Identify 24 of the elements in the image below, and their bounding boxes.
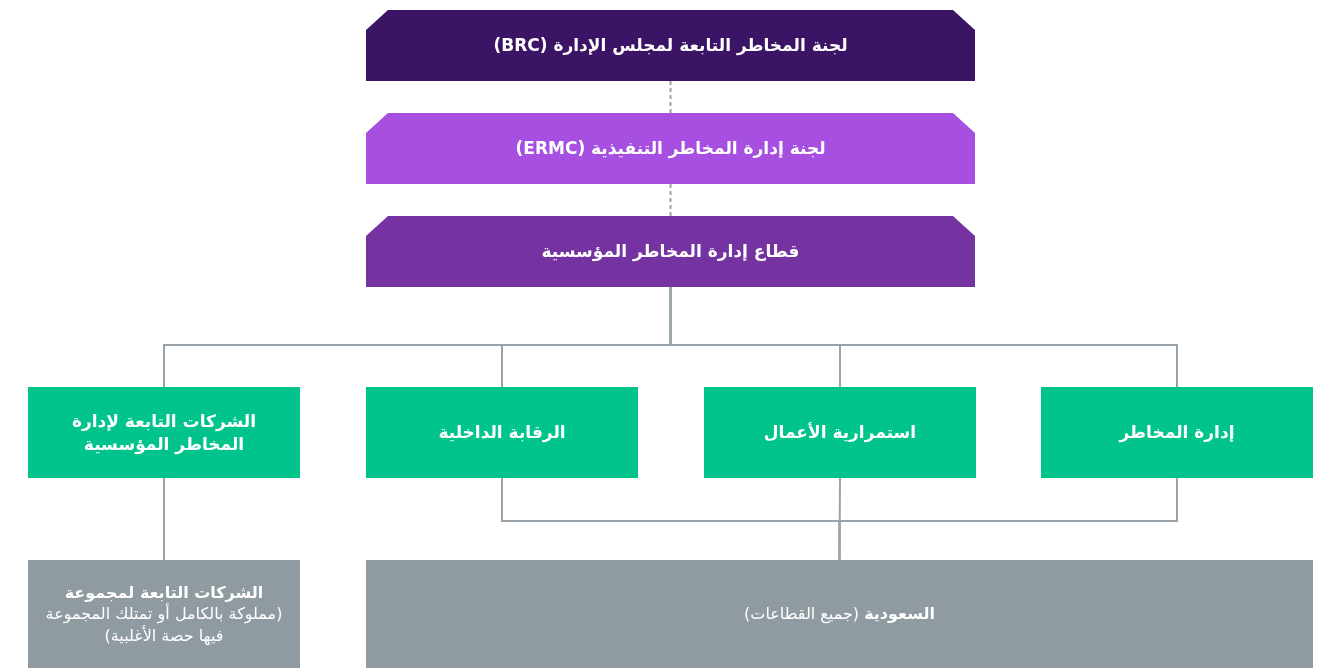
unit-box: [28, 387, 300, 478]
connector-line: [669, 80, 672, 114]
box-label: استمرارية الأعمال: [763, 421, 917, 444]
box-label: لجنة المخاطر التابعة لمجلس الإدارة (BRC): [493, 34, 848, 57]
box-label: لجنة إدارة المخاطر التنفيذية (ERMC): [515, 137, 826, 160]
committee-box: [366, 113, 975, 184]
entity-box: [366, 560, 1313, 668]
unit-box: [366, 387, 638, 478]
box-label: إدارة المخاطر: [1119, 421, 1235, 444]
unit-box: [1041, 387, 1313, 478]
entity-box: [28, 560, 300, 668]
connector-line: [163, 286, 672, 388]
unit-box: [704, 387, 976, 478]
connector-line: [163, 477, 165, 561]
box-label: الرقابة الداخلية: [438, 421, 566, 444]
sector-box: [366, 216, 975, 287]
connector-line: [838, 477, 841, 561]
committee-box: [366, 10, 975, 81]
box-label: قطاع إدارة المخاطر المؤسسية: [541, 240, 800, 263]
box-label: السعودية (جميع القطاعات): [744, 603, 935, 625]
connector-line: [669, 183, 672, 217]
connector-line: [501, 477, 841, 561]
box-label: الشركات التابعة لإدارة المخاطر المؤسسية: [70, 409, 258, 456]
box-label: الشركات التابعة لمجموعة (مملوكة بالكامل أو تمتلك المجموعة فيها حصة الأغلبية): [44, 581, 284, 647]
